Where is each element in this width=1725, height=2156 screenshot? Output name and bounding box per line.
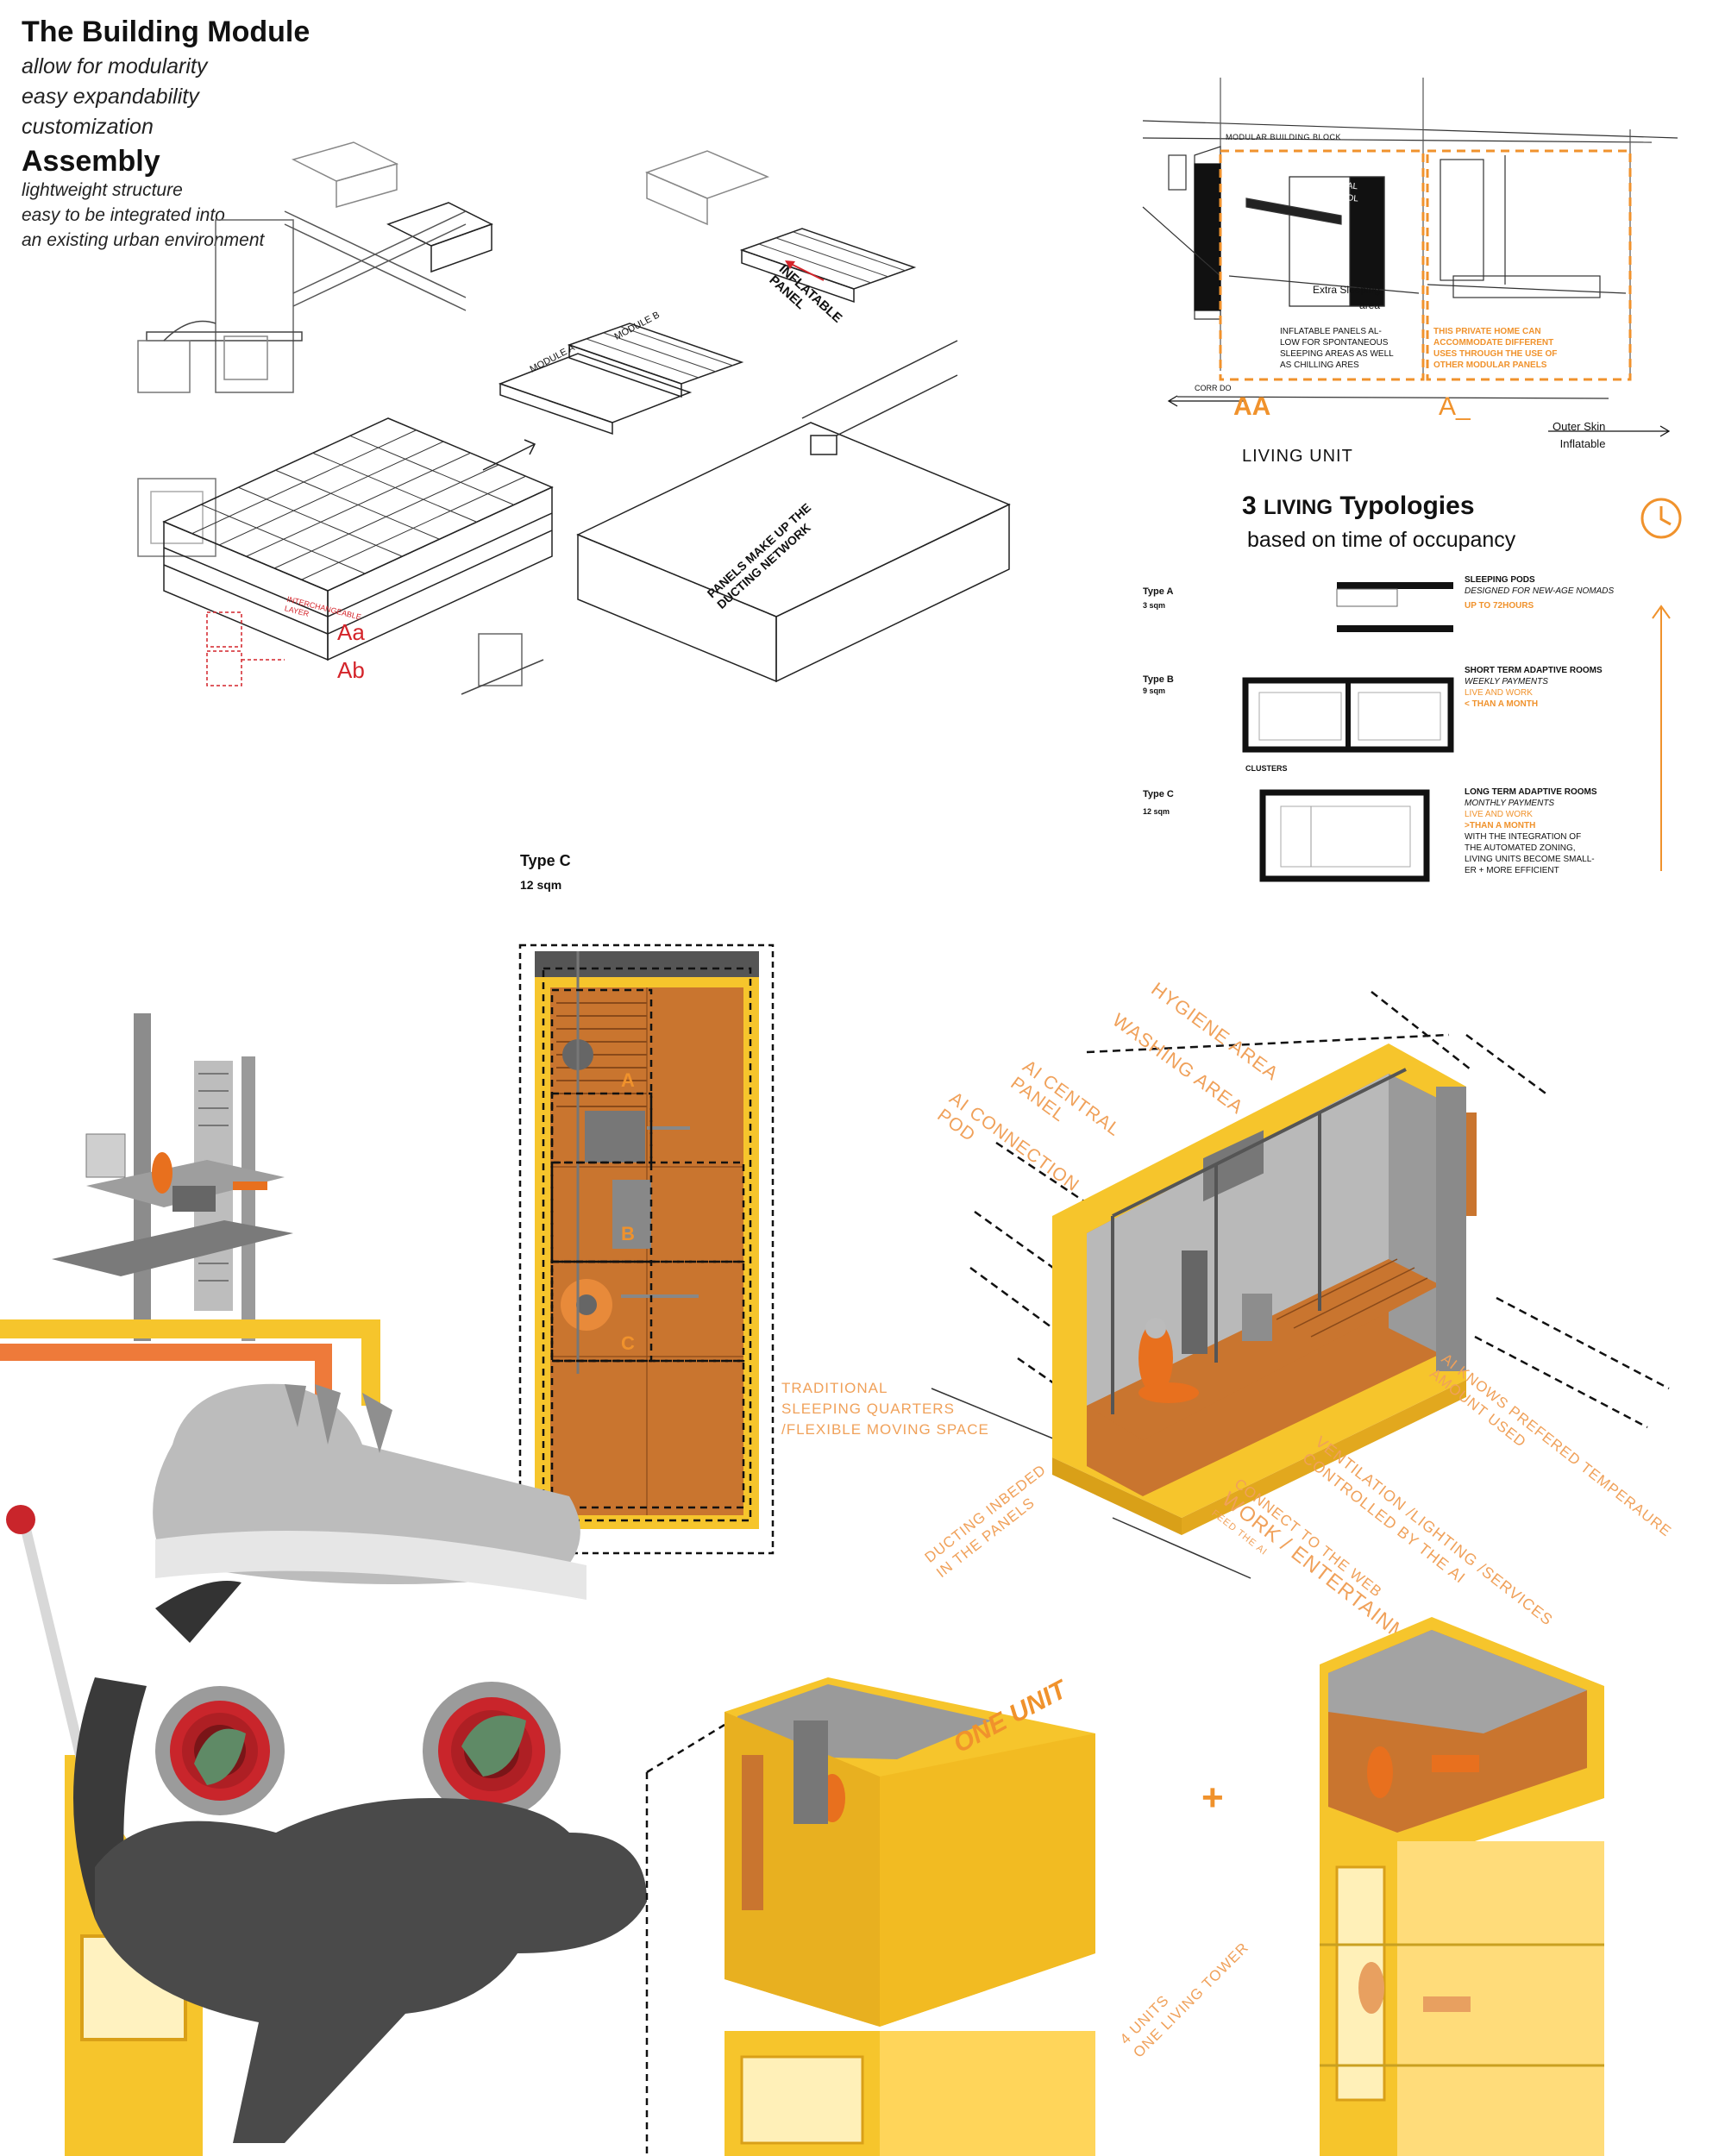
- plus-sign: +: [1201, 1777, 1224, 1819]
- section-a-label: A_: [1439, 392, 1471, 421]
- typologies-title: 3 LIVING Typologies: [1242, 492, 1475, 521]
- note-line: LOW FOR SPONTANEOUS: [1280, 338, 1389, 348]
- living-unit-label: LIVING UNIT: [1242, 447, 1353, 466]
- typologies-subtitle: based on time of occupancy: [1247, 528, 1516, 552]
- type-highlight: UP TO 72HOURS: [1465, 601, 1534, 611]
- clock-icon: [1640, 498, 1682, 539]
- robot-character: [0, 1319, 647, 2156]
- zone-a-label: A: [621, 1069, 635, 1091]
- axonometric-unit: [931, 991, 1670, 1579]
- note-line: SLEEPING QUARTERS: [781, 1401, 955, 1417]
- type-area: 12 sqm: [1143, 807, 1170, 816]
- typologies-living: LIVING: [1264, 496, 1333, 519]
- corridor-label: CORR DO: [1195, 384, 1232, 392]
- assembly-list: lightweight structure easy to be integra…: [22, 178, 264, 253]
- type-b-plan: [1242, 677, 1454, 753]
- typologies-number: 3: [1242, 492, 1257, 520]
- type-rest-line: LIVING UNITS BECOME SMALL-: [1465, 855, 1595, 864]
- timeline-graphic: [1640, 498, 1682, 871]
- feature-line: allow for modularity: [22, 54, 208, 78]
- assembly-line: an existing urban environment: [22, 230, 265, 250]
- type-c-desc: LONG TERM ADAPTIVE ROOMS MONTHLY PAYMENT…: [1465, 787, 1597, 876]
- type-highlight: < THAN A MONTH: [1465, 699, 1539, 709]
- type-sub: DESIGNED FOR NEW-AGE NOMADS: [1465, 586, 1615, 596]
- zone-c-label: C: [621, 1332, 635, 1354]
- plan-area: 12 sqm: [520, 878, 562, 892]
- type-name: Type A: [1143, 586, 1174, 597]
- type-sub: MONTHLY PAYMENTS: [1465, 799, 1555, 808]
- assembly-line: easy to be integrated into: [22, 205, 225, 225]
- note-line: TRADITIONAL: [781, 1380, 888, 1396]
- type-head: SHORT TERM ADAPTIVE ROOMS: [1465, 666, 1603, 675]
- type-head: LONG TERM ADAPTIVE ROOMS: [1465, 787, 1597, 797]
- type-highlight: >THAN A MONTH: [1465, 821, 1536, 830]
- type-highlight: LIVE AND WORK: [1465, 688, 1533, 698]
- extra-sleeping-line: area: [1359, 299, 1381, 311]
- feature-line: customization: [22, 115, 154, 139]
- central-panel-label: CENTRAL CONTROL PANEL: [1314, 178, 1360, 218]
- building-module-title: The Building Module: [22, 16, 310, 48]
- type-highlight: LIVE AND WORK: [1465, 810, 1533, 819]
- type-c-name: Type C 12 sqm: [1143, 789, 1174, 818]
- stacked-units: [645, 1617, 1604, 2156]
- section-aa-label: AA: [1233, 392, 1271, 421]
- extra-sleeping-line: Extra Sleeping: [1313, 284, 1381, 296]
- note-line: THIS PRIVATE HOME CAN: [1433, 327, 1541, 336]
- type-c-floor-plan: [518, 943, 775, 1555]
- layer-aa-label: Aa: [337, 619, 365, 645]
- type-b-desc: SHORT TERM ADAPTIVE ROOMS WEEKLY PAYMENT…: [1465, 665, 1603, 710]
- typologies-word: Typologies: [1339, 492, 1475, 520]
- type-sub: WEEKLY PAYMENTS: [1465, 677, 1548, 686]
- outer-skin-line: Inflatable: [1559, 437, 1606, 450]
- sleeping-quarters-note: TRADITIONAL SLEEPING QUARTERS /FLEXIBLE …: [781, 1378, 989, 1440]
- note-line: SLEEPING AREAS AS WELL: [1280, 349, 1394, 359]
- living-unit-section: [1142, 78, 1678, 437]
- assembly-line: lightweight structure: [22, 180, 183, 200]
- tower-axon-gray: [52, 1013, 293, 1341]
- exploded-assembly-diagram: [137, 141, 1011, 695]
- note-line: /FLEXIBLE MOVING SPACE: [781, 1421, 989, 1438]
- type-b-name: Type B 9 sqm: [1143, 674, 1174, 697]
- outer-skin-label: Outer Skin Inflatable: [1552, 418, 1605, 453]
- building-module-list: allow for modularity easy expandability …: [22, 52, 207, 142]
- note-line: AS CHILLING ARES: [1280, 360, 1359, 370]
- type-head: SLEEPING PODS: [1465, 575, 1535, 585]
- antenna-ball: [6, 1505, 35, 1534]
- clusters-label: CLUSTERS: [1245, 764, 1288, 773]
- modular-block-label: MODULAR BUILDING BLOCK: [1226, 133, 1342, 141]
- private-home-note: THIS PRIVATE HOME CAN ACCOMMODATE DIFFER…: [1433, 326, 1557, 371]
- assembly-title: Assembly: [22, 145, 160, 178]
- type-area: 3 sqm: [1143, 601, 1166, 610]
- extra-sleeping-label: Extra Sleeping area: [1313, 282, 1380, 313]
- layer-ab-label: Ab: [337, 657, 365, 683]
- type-name: Type C: [1143, 789, 1174, 799]
- type-rest-line: ER + MORE EFFICIENT: [1465, 866, 1559, 875]
- type-name: Type B: [1143, 674, 1174, 685]
- feature-line: easy expandability: [22, 85, 199, 109]
- type-area: 9 sqm: [1143, 686, 1166, 695]
- plan-title: Type C: [520, 852, 571, 869]
- type-c-plan: [1259, 789, 1430, 882]
- note-line: ACCOMMODATE DIFFERENT: [1433, 338, 1554, 348]
- outer-skin-line: Outer Skin: [1552, 420, 1606, 433]
- note-line: OTHER MODULAR PANELS: [1433, 360, 1547, 370]
- type-a-name: Type A 3 sqm: [1143, 586, 1173, 611]
- type-a-plan: [1336, 582, 1453, 632]
- zone-b-label: B: [621, 1223, 635, 1244]
- type-a-desc: SLEEPING PODS DESIGNED FOR NEW-AGE NOMAD…: [1465, 574, 1614, 611]
- inflatable-note: INFLATABLE PANELS AL- LOW FOR SPONTANEOU…: [1280, 326, 1394, 371]
- note-line: USES THROUGH THE USE OF: [1433, 349, 1558, 359]
- note-line: INFLATABLE PANELS AL-: [1280, 327, 1382, 336]
- type-rest-line: WITH THE INTEGRATION OF: [1465, 832, 1582, 842]
- type-rest-line: THE AUTOMATED ZONING,: [1465, 843, 1576, 853]
